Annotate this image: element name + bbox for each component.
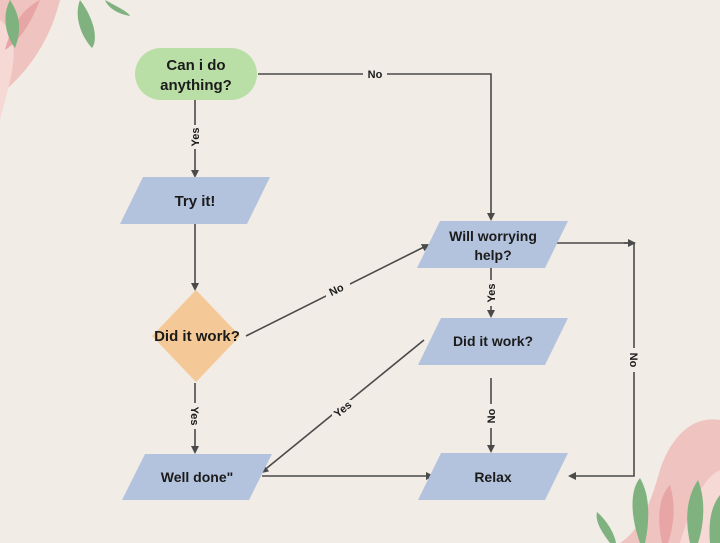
node-well-done-shape bbox=[122, 454, 272, 500]
label-worry-no: No bbox=[627, 353, 639, 368]
node-worry-line1: Will worrying bbox=[449, 228, 537, 244]
node-worry-line2: help? bbox=[474, 247, 511, 263]
node-did-it-work-2-label: Did it work? bbox=[453, 333, 533, 349]
node-start: Can i do anything? bbox=[135, 48, 257, 100]
node-did-it-work-1-label: Did it work? bbox=[154, 328, 240, 345]
edges bbox=[191, 73, 636, 480]
label-work1-yes: Yes bbox=[188, 407, 200, 426]
label-work2-no: No bbox=[486, 408, 498, 423]
node-did-it-work-1-shape bbox=[152, 290, 240, 382]
node-start-shape bbox=[135, 48, 257, 100]
node-try-it: Try it! bbox=[120, 177, 270, 224]
node-try-it-label: Try it! bbox=[175, 193, 216, 210]
node-start-line1: Can i do bbox=[166, 57, 225, 74]
node-relax: Relax bbox=[418, 453, 568, 500]
decor-top-left bbox=[0, 0, 130, 120]
node-start-line2: anything? bbox=[160, 77, 232, 94]
label-work1-no: No bbox=[327, 282, 346, 299]
node-relax-shape bbox=[418, 453, 568, 500]
node-try-it-shape bbox=[120, 177, 270, 224]
node-well-done: Well done" bbox=[122, 454, 272, 500]
label-start-yes: Yes bbox=[190, 128, 202, 147]
decor-bottom-right bbox=[596, 419, 720, 543]
node-did-it-work-2-shape bbox=[418, 318, 568, 365]
label-start-no: No bbox=[368, 69, 383, 81]
node-worry: Will worrying help? bbox=[417, 221, 568, 268]
node-did-it-work-2: Did it work? bbox=[418, 318, 568, 365]
edge-worry-no bbox=[552, 242, 635, 480]
node-relax-label: Relax bbox=[474, 469, 512, 485]
edge-labels: No Yes No Yes Yes No Yes No bbox=[188, 67, 641, 429]
node-well-done-label: Well done" bbox=[161, 469, 234, 485]
label-worry-yes: Yes bbox=[486, 284, 498, 303]
node-worry-shape bbox=[417, 221, 568, 268]
edge-start-no bbox=[258, 73, 495, 221]
node-did-it-work-1: Did it work? bbox=[152, 290, 240, 382]
